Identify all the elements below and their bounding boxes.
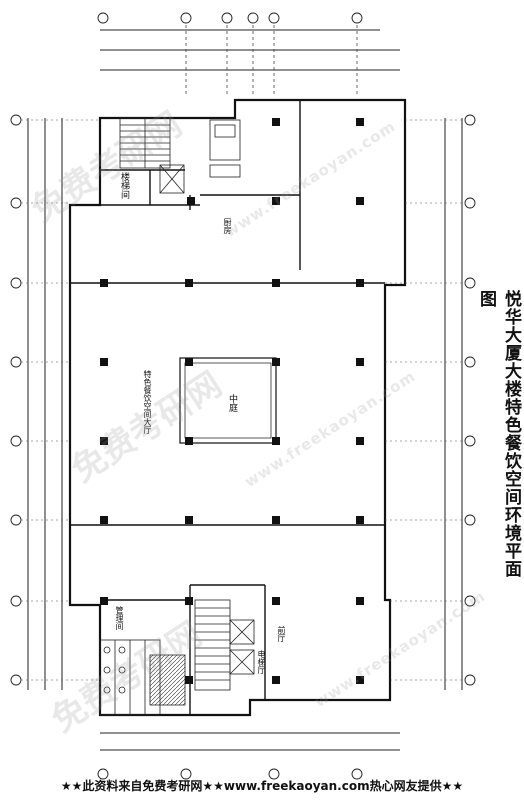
room-label-kitchen: 厨房 <box>223 218 232 234</box>
footer-credit: ★★此资料来自免费考研网★★www.freekaoyan.com热心网友提供★★ <box>60 779 464 793</box>
room-label-office: 管理间 <box>115 606 124 630</box>
room-label-atrium: 中庭 <box>227 394 237 412</box>
room-label-dining-hall: 特色餐饮空间大厅 <box>143 370 152 434</box>
drawing-title: 悦华大厦大楼特色餐饮空间环境平面图 <box>476 290 521 578</box>
room-label-elevator-hall: 电梯厅 <box>257 650 266 674</box>
room-label-stair: 楼梯间 <box>119 172 129 199</box>
room-label-lobby: 前厅 <box>277 626 286 642</box>
